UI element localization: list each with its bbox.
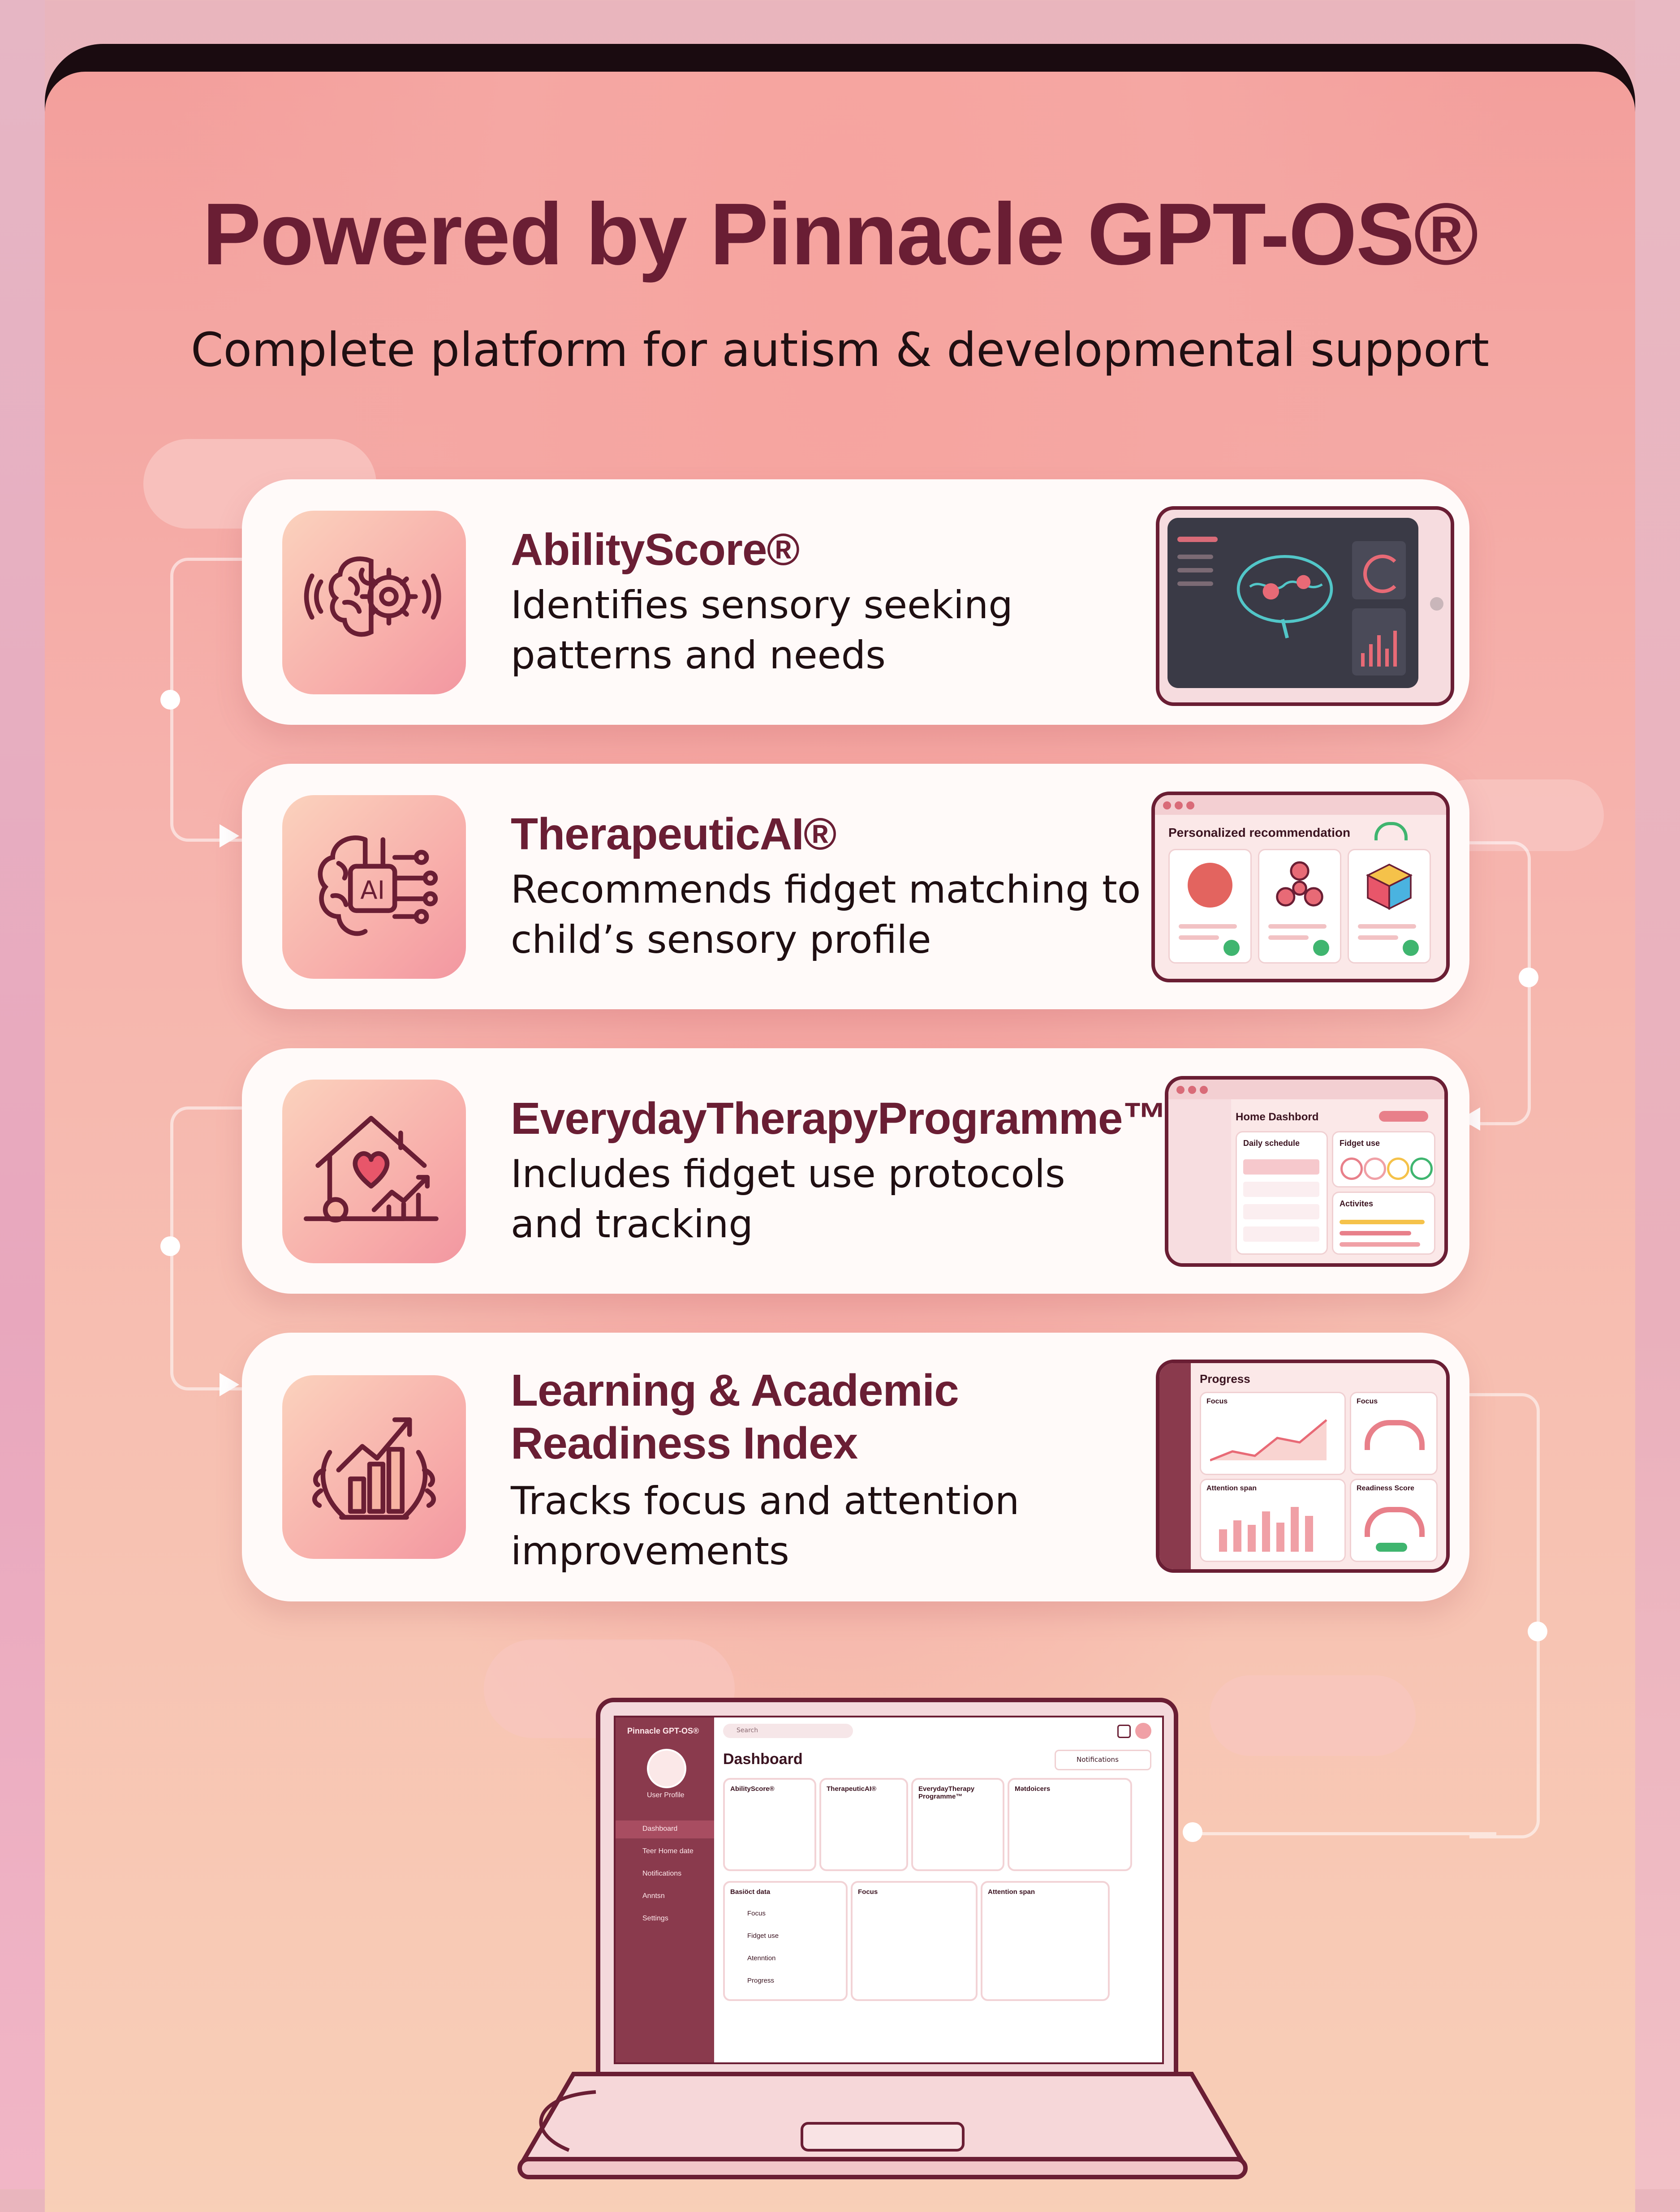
preview-section: Fidget use — [1340, 1139, 1380, 1148]
ai-brain-circuit-icon: AI — [282, 795, 466, 979]
preview-section: Focus — [1357, 1398, 1378, 1405]
feature-name: AbilityScore® — [511, 525, 800, 575]
preview-title: Home Dashbord — [1236, 1111, 1319, 1123]
connector-line — [170, 1106, 254, 1390]
dashboard-card-attention-span[interactable]: Attention span — [981, 1881, 1110, 2001]
row-label: Fidget use — [747, 1932, 779, 1940]
arrow-icon — [220, 824, 239, 848]
feature-card-learning-readiness[interactable]: Learning & Academic Readiness Index Trac… — [242, 1333, 1469, 1601]
card-label: TherapeuticAI® — [827, 1785, 877, 1793]
cloud-decoration — [1210, 1675, 1416, 1756]
bell-icon[interactable] — [1117, 1725, 1131, 1738]
feature-name: Learning & Academic Readiness Index — [511, 1365, 959, 1468]
dashboard-preview-home: Home Dashbord Daily schedule Fidget use — [1165, 1076, 1448, 1267]
notifications-dropdown[interactable]: Notifications — [1055, 1750, 1151, 1770]
row-label: Focus — [747, 1910, 766, 1917]
fidget-spinner-icon — [1276, 861, 1323, 907]
notifications-label: Notifications — [1077, 1756, 1119, 1764]
avatar — [647, 1749, 686, 1788]
feature-card-therapeuticai[interactable]: AI TherapeuticAI® Recommends fidget matc… — [242, 764, 1469, 1009]
dashboard-preview-recommendation: Personalized recommendation — [1151, 792, 1450, 982]
preview-title: Personalized recommendation — [1168, 826, 1351, 839]
preview-section: Readiness Score — [1357, 1485, 1414, 1492]
card-label: Attention span — [988, 1888, 1035, 1896]
feature-card-abilityscore[interactable]: AbilityScore® Identifies sensory seeking… — [242, 479, 1469, 725]
house-heart-chart-icon — [282, 1080, 466, 1263]
feature-description: Recommends fidget matching to child’s se… — [511, 867, 1141, 962]
dashboard-card-therapeuticai[interactable]: TherapeuticAI® — [819, 1778, 908, 1871]
feature-name: EverydayTherapyProgramme™ — [511, 1093, 1167, 1144]
row-label: Progress — [747, 1977, 775, 1984]
laptop-sidebar: Pinnacle GPT-OS® User Profile Dashboard … — [616, 1717, 714, 2062]
card-label: Mətdoicers — [1015, 1785, 1051, 1793]
sidebar-item-notifications[interactable]: Notifications — [642, 1870, 682, 1877]
feature-name: TherapeuticAI® — [511, 809, 836, 859]
preview-section: Attention span — [1206, 1485, 1257, 1492]
laptop-base — [517, 2072, 1248, 2179]
avatar[interactable] — [1135, 1723, 1151, 1739]
preview-section: Daily schedule — [1243, 1139, 1300, 1148]
search-input[interactable]: Search — [723, 1724, 853, 1738]
poster-frame: Powered by Pinnacle GPT-OS® Complete pla… — [45, 44, 1635, 2212]
connector-line — [170, 558, 254, 842]
sidebar-item-settings[interactable]: Settings — [642, 1915, 668, 1922]
laptop-screen: Pinnacle GPT-OS® User Profile Dashboard … — [596, 1698, 1178, 2079]
row-label: Atenntion — [747, 1954, 776, 1962]
laptop-dashboard: Pinnacle GPT-OS® User Profile Dashboard … — [614, 1716, 1164, 2064]
page-title: Powered by Pinnacle GPT-OS® — [202, 185, 1478, 283]
preview-title: Progress — [1200, 1372, 1250, 1386]
user-profile-label: User Profile — [647, 1791, 685, 1799]
connector-line — [1469, 1393, 1540, 1838]
rising-chart-laurel-icon — [282, 1375, 466, 1559]
feature-description: Includes fidget use protocols and tracki… — [511, 1152, 1065, 1247]
laptop-page-title: Dashboard — [723, 1751, 803, 1768]
feature-card-everydaytherapyprogramme[interactable]: EverydayTherapyProgramme™ Includes fidge… — [242, 1048, 1469, 1294]
sidebar-item-home-data[interactable]: Teer Home date — [642, 1847, 694, 1855]
dashboard-card-basic-data[interactable]: Basiöct data Focus Fidget use Atenntion … — [723, 1881, 848, 2001]
dashboard-card-focus[interactable]: Focus — [851, 1881, 978, 2001]
svg-text:AI: AI — [360, 876, 385, 905]
connector-node — [1183, 1822, 1202, 1842]
arrow-icon — [220, 1373, 239, 1396]
page-subtitle: Complete platform for autism & developme… — [190, 323, 1490, 377]
search-placeholder: Search — [737, 1727, 758, 1734]
connector-node — [1519, 968, 1538, 987]
feature-description: Tracks focus and attention improvements — [511, 1479, 1020, 1574]
brain-gear-icon — [282, 511, 466, 694]
dashboard-preview-progress: Progress Focus Focus Attention span — [1156, 1360, 1450, 1573]
dashboard-preview-brain-scan — [1156, 506, 1454, 706]
dashboard-card-abilityscore[interactable]: AbilityScore® — [723, 1778, 816, 1871]
dashboard-card-everydaytherapy[interactable]: EverydayTherapy Programme™ — [911, 1778, 1004, 1871]
card-label: Focus — [858, 1888, 878, 1896]
preview-section: Activites — [1340, 1199, 1374, 1208]
card-label: Basiöct data — [730, 1888, 771, 1896]
card-label: EverydayTherapy Programme™ — [918, 1785, 975, 1800]
connector-node — [160, 1236, 180, 1256]
sidebar-item-dashboard[interactable]: Dashboard — [642, 1825, 678, 1833]
app-name: Pinnacle GPT-OS® — [627, 1726, 699, 1735]
brain-scan-icon — [1236, 555, 1333, 639]
preview-section: Focus — [1206, 1398, 1228, 1405]
connector-line — [1192, 1832, 1496, 1835]
feature-description: Identifies sensory seeking patterns and … — [511, 583, 1013, 678]
page-left-margin — [0, 0, 45, 2189]
card-label: AbilityScore® — [730, 1785, 775, 1793]
connector-node — [1528, 1622, 1547, 1641]
puzzle-cube-icon — [1366, 863, 1413, 910]
connector-node — [160, 690, 180, 710]
poster: Powered by Pinnacle GPT-OS® Complete pla… — [45, 72, 1635, 2212]
page-right-margin — [1635, 0, 1680, 2189]
sidebar-item-annotations[interactable]: Anntsn — [642, 1892, 665, 1900]
dashboard-card-metrics[interactable]: Mətdoicers — [1008, 1778, 1132, 1871]
